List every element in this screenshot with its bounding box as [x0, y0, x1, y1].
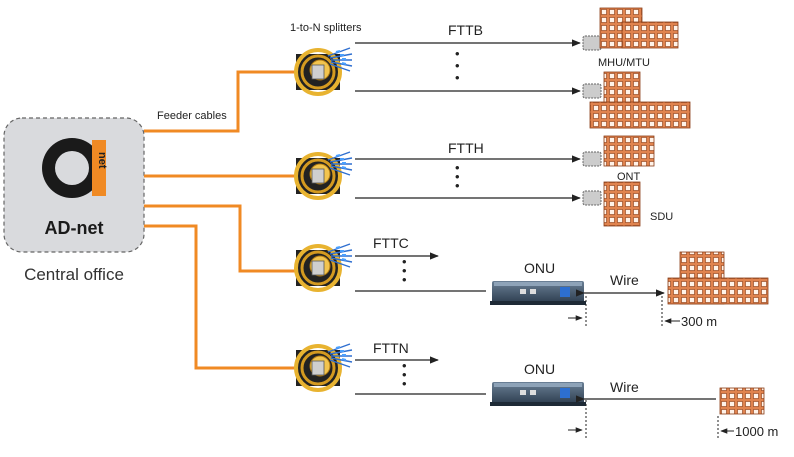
central-office: net AD-net Central office: [3, 117, 145, 284]
feeder-cable-4: [144, 224, 296, 370]
feeder-cable-3: [144, 204, 296, 273]
ont-terminal-1: [582, 151, 602, 167]
feeder-cable-1: [144, 70, 296, 133]
splitter-coil-4: [294, 342, 354, 392]
svg-text:•: •: [455, 169, 460, 184]
mhu-mtu-label: MHU/MTU: [598, 57, 650, 69]
distance-300-label: 300 m: [681, 314, 717, 329]
wire-label-2: Wire: [610, 379, 639, 395]
onu-label-2: ONU: [524, 361, 555, 377]
node-building: [719, 387, 765, 415]
svg-text:•: •: [402, 358, 407, 373]
splitter-coil-3: [294, 242, 354, 292]
svg-text:•: •: [455, 178, 460, 193]
fttb-terminal-1: [582, 35, 602, 51]
splitter-coil-2: [294, 150, 354, 200]
svg-text:•: •: [455, 70, 460, 85]
svg-text:•: •: [402, 254, 407, 269]
fttn-label: FTTN: [373, 340, 409, 356]
fttc-group: FTTC • • • ONU Wire 300 m: [355, 235, 769, 329]
onu-device-1: [490, 281, 586, 305]
fttb-terminal-2: [582, 83, 602, 99]
svg-text:•: •: [455, 58, 460, 73]
svg-text:•: •: [402, 272, 407, 287]
svg-text:•: •: [402, 367, 407, 382]
onu-label-1: ONU: [524, 260, 555, 276]
fttb-label: FTTB: [448, 22, 483, 38]
distance-1000-label: 1000 m: [735, 424, 778, 439]
wire-label-1: Wire: [610, 272, 639, 288]
feeder-cables: [144, 70, 296, 370]
central-office-caption: Central office: [24, 265, 124, 284]
brand-small-text: net: [96, 152, 108, 169]
onu-device-2: [490, 382, 586, 406]
fttb-dots: •: [455, 46, 460, 61]
fttb-group: FTTB • • • MHU/MTU: [355, 7, 691, 129]
ftth-label: FTTH: [448, 140, 484, 156]
svg-text:•: •: [455, 160, 460, 175]
feeder-cables-label: Feeder cables: [157, 110, 227, 122]
svg-text:•: •: [402, 376, 407, 391]
brand-name: AD-net: [45, 218, 104, 238]
fttn-group: FTTN • • • ONU Wire 1000 m: [355, 340, 778, 439]
svg-text:•: •: [402, 263, 407, 278]
splitter-coil-1: [294, 46, 354, 96]
splitters-label: 1-to-N splitters: [290, 22, 362, 34]
ont-terminal-2: [582, 190, 602, 206]
fttc-label: FTTC: [373, 235, 409, 251]
ftth-group: FTTH • • • ONT SDU: [355, 135, 673, 227]
sdu-label: SDU: [650, 211, 673, 223]
sdu-house: [603, 181, 641, 227]
ont-house: [603, 135, 655, 167]
ont-label: ONT: [617, 171, 641, 183]
